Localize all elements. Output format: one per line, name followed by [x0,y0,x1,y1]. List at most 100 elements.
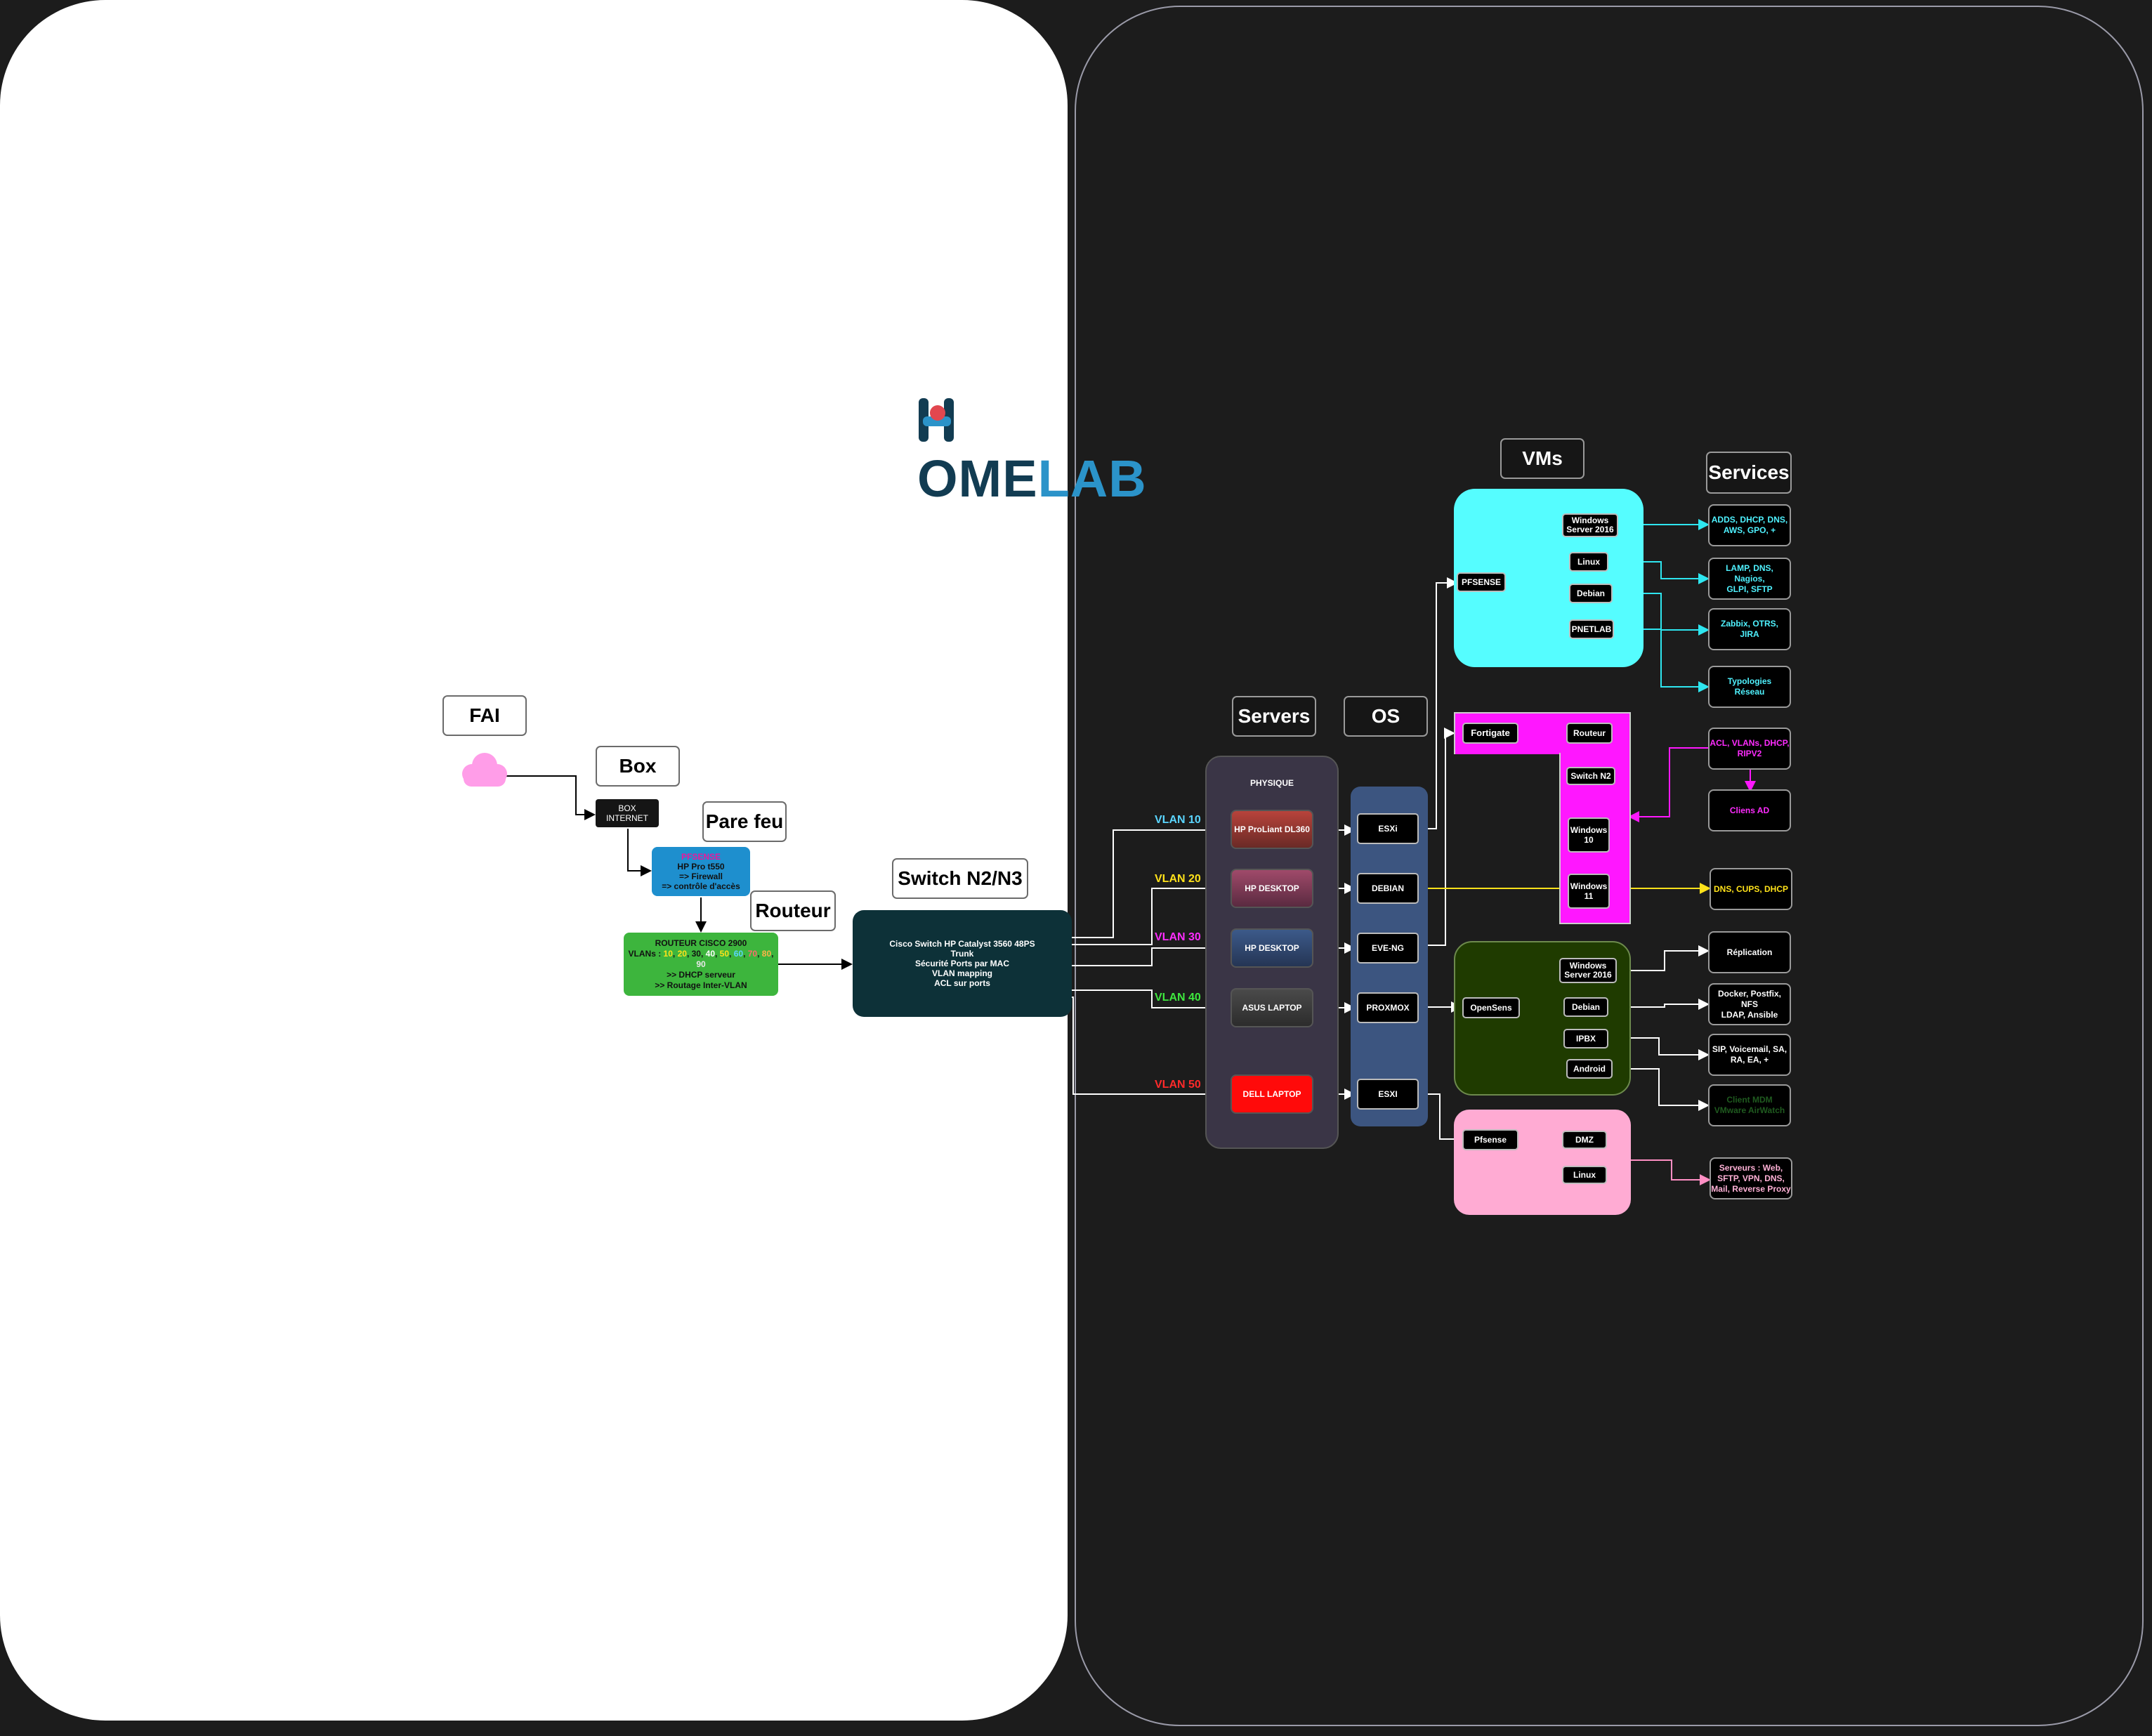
header-switch: Switch N2/N3 [892,858,1028,899]
server-hp-desktop-1: HP DESKTOP [1231,869,1313,908]
magenta-windows11-line1: Windows [1570,881,1608,891]
router-vlan-20: 20 [677,948,687,959]
header-pare-feu: Pare feu [702,801,787,842]
service-mdm-line1: Client MDM [1726,1095,1773,1105]
service-zabbix: Zabbix, OTRS,JIRA [1708,608,1791,650]
service-docker-line1: Docker, Postfix, NFS [1717,988,1782,1009]
switch-line1: Cisco Switch HP Catalyst 3560 48PS [889,939,1035,949]
service-typologies-line2: Réseau [1734,687,1765,697]
cyan-vm-debian: Debian [1569,584,1613,603]
service-typologies-line1: Typologies [1727,676,1772,686]
cloud-icon [462,753,507,787]
box-internet-line2: INTERNET [606,813,648,823]
service-zabbix-line1: Zabbix, OTRS, [1720,619,1778,629]
switch-box: Cisco Switch HP Catalyst 3560 48PS Trunk… [853,910,1072,1017]
firewall-box: PFSENSE HP Pro t550 => Firewall => contr… [652,847,750,896]
cyan-vm-linux: Linux [1569,552,1608,572]
service-docker-line2: LDAP, Ansible [1721,1009,1778,1020]
cyan-entry-pfsense: PFSENSE [1457,572,1506,592]
router-vlan-90: 90 [696,959,706,969]
logo-h-icon [917,398,964,442]
logo-text-light: LAB [1037,449,1147,508]
service-replication: Réplication [1708,931,1791,973]
pink-linux: Linux [1562,1166,1607,1184]
router-vlans-prefix: VLANs : [628,948,662,959]
router-vlan-30: 30 [691,948,701,959]
firewall-line1: HP Pro t550 [677,862,725,872]
box-internet: BOX INTERNET [596,799,659,827]
router-vlans: VLANs : 10, 20, 30, 40, 50, 60, 70, 80, … [628,948,774,969]
os-eve-ng: EVE-NG [1357,933,1419,964]
service-sip-line1: SIP, Voicemail, SA, [1712,1044,1787,1054]
server-asus-laptop: ASUS LAPTOP [1231,988,1313,1027]
homelab-logo: OMELAB [917,390,1191,508]
header-vms: VMs [1500,438,1585,479]
vlan-50-label: VLAN 50 [1155,1079,1201,1091]
firewall-title: PFSENSE [681,852,721,862]
switch-line2: Trunk [950,949,974,959]
service-dns-cups: DNS, CUPS, DHCP [1710,868,1792,910]
service-adds-line1: ADDS, DHCP, DNS, [1711,515,1788,525]
switch-line5: ACL sur ports [934,978,990,988]
switch-line4: VLAN mapping [932,968,992,978]
magenta-windows10-line1: Windows [1570,825,1608,835]
physique-title: PHYSIQUE [1249,778,1294,788]
magenta-windows10-line2: 10 [1584,835,1594,845]
header-fai: FAI [442,695,527,736]
router-box: ROUTEUR CISCO 2900 VLANs : 10, 20, 30, 4… [624,933,778,996]
service-adds-line2: AWS, GPO, + [1723,525,1776,535]
magenta-switch-n2: Switch N2 [1566,767,1615,785]
cyan-vm-pnetlab: PNETLAB [1569,619,1614,639]
server-dell-laptop: DELL LAPTOP [1231,1074,1313,1114]
header-servers: Servers [1232,696,1316,737]
os-esxi-2: ESXI [1357,1079,1419,1110]
header-routeur: Routeur [750,890,836,931]
service-cliens-ad: Cliens AD [1708,789,1791,831]
service-lamp-line1: LAMP, DNS, Nagios, [1726,563,1773,584]
logo-text-dark: OME [917,449,1038,508]
magenta-windows11-line2: 11 [1584,891,1594,901]
router-vlan-80: 80 [761,948,772,959]
router-title: ROUTEUR CISCO 2900 [655,938,747,948]
router-vlan-70: 70 [747,948,758,959]
vlan-30-label: VLAN 30 [1155,931,1201,943]
green-vm-debian: Debian [1563,997,1608,1017]
firewall-line2: => Firewall [678,872,723,881]
pink-entry-pfsense: Pfsense [1462,1129,1518,1150]
header-os: OS [1344,696,1428,737]
service-dmz-line2: SFTP, VPN, DNS, [1717,1173,1785,1183]
service-sip: SIP, Voicemail, SA,RA, EA, + [1708,1034,1791,1076]
vlan-40-label: VLAN 40 [1155,992,1201,1004]
service-lamp-line2: GLPI, SFTP [1726,584,1773,594]
service-acl-line1: ACL, VLANs, DHCP, [1710,738,1790,748]
os-esxi: ESXi [1357,813,1419,844]
magenta-routeur: Routeur [1566,723,1613,744]
os-proxmox: PROXMOX [1357,992,1419,1023]
box-internet-line1: BOX [618,803,636,813]
cyan-vm-windows-line2: Server 2016 [1566,525,1614,534]
router-vlan-50: 50 [719,948,730,959]
left-panel [0,0,1068,1721]
header-services: Services [1706,452,1792,494]
service-zabbix-line2: JIRA [1740,629,1759,639]
right-panel [1075,6,2144,1726]
green-vm-windows-line1: Windows [1569,961,1607,971]
router-vlan-60: 60 [733,948,744,959]
service-acl: ACL, VLANs, DHCP,RIPV2 [1708,728,1791,770]
cyan-vm-windows-line1: Windows [1571,515,1609,525]
firewall-line3: => contrôle d'accès [662,881,740,891]
pink-dmz: DMZ [1562,1131,1607,1149]
magenta-entry-fortigate: Fortigate [1462,723,1518,744]
router-line2: >> Routage Inter-VLAN [655,980,747,990]
router-line1: >> DHCP serveur [667,969,735,980]
green-vm-ipbx: IPBX [1563,1029,1608,1048]
service-dmz-line3: Mail, Reverse Proxy [1711,1183,1791,1194]
service-sip-line2: RA, EA, + [1730,1055,1769,1065]
service-acl-line2: RIPV2 [1737,749,1762,758]
service-mdm-line2: VMware AirWatch [1714,1105,1785,1115]
